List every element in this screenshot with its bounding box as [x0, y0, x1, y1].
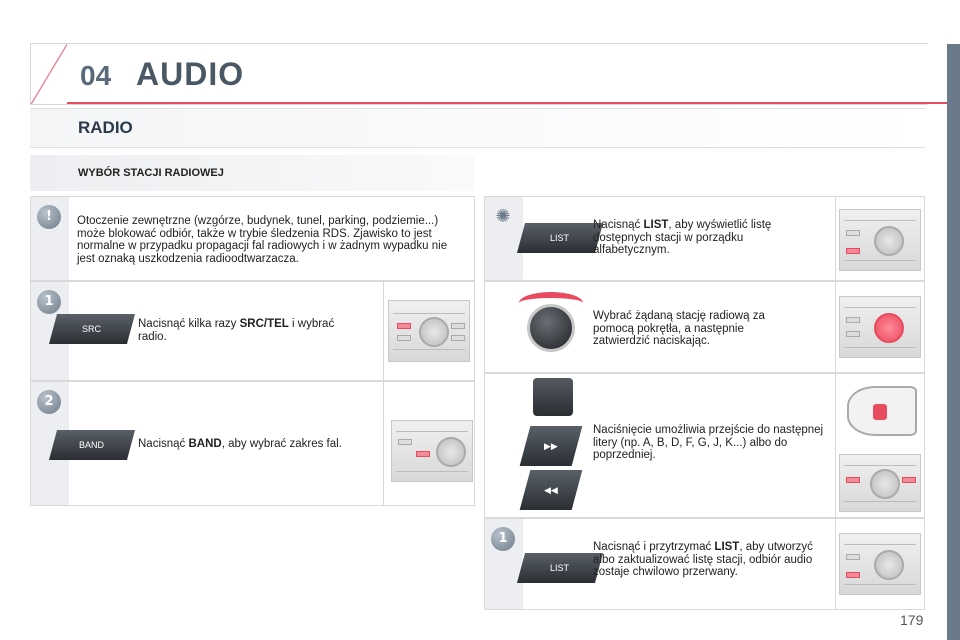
badge-column: !	[31, 197, 69, 280]
step-src-panel: 1 SRC Nacisnąć kilka razy SRC/TEL i wybr…	[30, 281, 475, 381]
section-title: RADIO	[78, 118, 133, 137]
subsection-title: WYBÓR STACJI RADIOWEJ	[78, 167, 224, 179]
badge-column: ✺	[485, 197, 523, 280]
radio-panel-list-image	[839, 209, 921, 271]
radio-panel-src-image	[388, 300, 470, 362]
next-letter-button-icon: ▶▶	[519, 426, 583, 466]
list-hold-text: Nacisnąć i przytrzymać LIST, aby utworzy…	[593, 541, 813, 578]
badge-column: 1	[485, 519, 523, 609]
list-hold-button-label: LIST	[550, 563, 570, 573]
radio-panel-band-image	[391, 420, 473, 482]
chapter-header	[30, 43, 959, 105]
letters-step-panel: ▶▶ ◀◀ Naciśnięcie umożliwia przejście do…	[484, 373, 925, 518]
step-number-badge: 1	[491, 527, 515, 551]
list-button-icon: LIST	[516, 223, 604, 253]
rotate-arrow-icon	[519, 292, 583, 314]
warning-panel: ! Otoczenie zewnętrzne (wzgórze, budynek…	[30, 196, 475, 281]
band-button-icon: BAND	[48, 430, 136, 460]
steering-wheel-image	[847, 386, 917, 436]
step-number-badge: 2	[37, 390, 61, 414]
header-underline	[67, 102, 959, 104]
src-button-icon: SRC	[48, 314, 136, 344]
section-header	[30, 108, 925, 148]
band-button-label: BAND	[79, 440, 105, 450]
step-band-text: Nacisnąć BAND, aby wybrać zakres fal.	[138, 438, 342, 450]
step-number-badge: 1	[37, 290, 61, 314]
chapter-title: AUDIO	[136, 56, 245, 92]
page-number: 179	[900, 612, 924, 628]
subsection-header	[30, 155, 475, 191]
step-band-panel: 2 BAND Nacisnąć BAND, aby wybrać zakres …	[30, 381, 475, 506]
letters-step-text: Naciśnięcie umożliwia przejście do nastę…	[593, 424, 824, 461]
chapter-number: 04	[80, 60, 112, 91]
steering-control-icon	[533, 378, 573, 416]
warning-text: Otoczenie zewnętrzne (wzgórze, budynek, …	[77, 215, 448, 265]
header-corner	[31, 44, 67, 104]
radio-panel-knob-image	[839, 296, 921, 358]
src-button-label: SRC	[82, 324, 102, 334]
warning-icon: !	[37, 205, 61, 229]
knob-step-text: Wybrać żądaną stację radiową za pomocą p…	[593, 310, 765, 347]
radio-panel-list-hold-image	[839, 533, 921, 595]
chapter-side-tab	[947, 44, 960, 640]
list-hold-button-icon: LIST	[516, 553, 604, 583]
radio-panel-arrows-image	[839, 454, 921, 512]
list-button-label: LIST	[550, 233, 570, 243]
knob-step-panel: Wybrać żądaną stację radiową za pomocą p…	[484, 281, 925, 373]
list-tip-panel: ✺ LIST Nacisnąć LIST, aby wyświetlić lis…	[484, 196, 925, 281]
list-hold-panel: 1 LIST Nacisnąć i przytrzymać LIST, aby …	[484, 518, 925, 610]
list-tip-text: Nacisnąć LIST, aby wyświetlić listę dost…	[593, 219, 772, 256]
tip-sun-icon: ✺	[495, 206, 511, 227]
step-src-text: Nacisnąć kilka razy SRC/TEL i wybrać rad…	[138, 318, 335, 343]
prev-letter-button-icon: ◀◀	[519, 470, 583, 510]
